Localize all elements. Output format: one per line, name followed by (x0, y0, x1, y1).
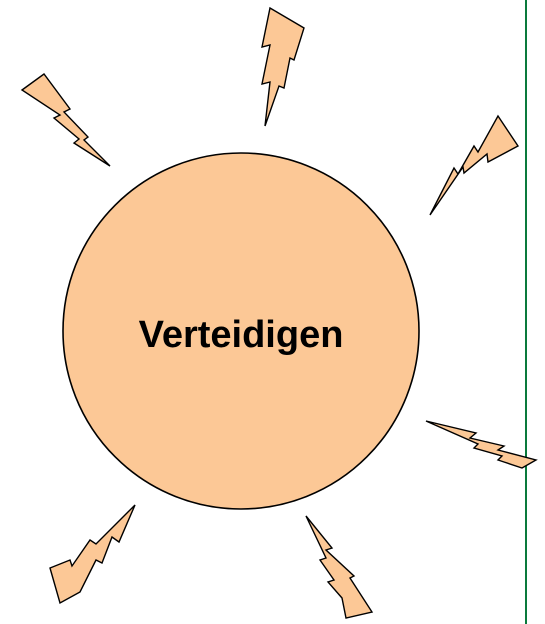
bolt-top-right (429, 114, 520, 216)
center-label: Verteidigen (139, 314, 344, 356)
bolt-bottom (305, 515, 374, 619)
bolt-bottom-left (49, 504, 136, 605)
bolt-right (425, 420, 538, 469)
center-circle (62, 152, 420, 510)
bolt-top (261, 6, 305, 127)
bolt-top-left (20, 73, 111, 167)
